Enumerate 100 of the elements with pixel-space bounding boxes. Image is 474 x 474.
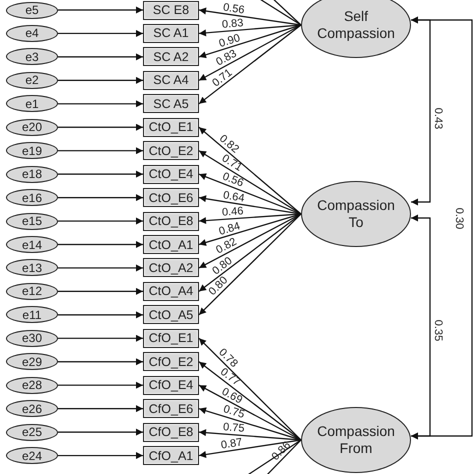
arrow — [198, 361, 302, 440]
edge-label: 0.75 — [222, 422, 245, 436]
arrow — [198, 439, 302, 458]
indicator-box: SC A5 — [143, 94, 199, 114]
arrow — [198, 214, 302, 316]
error-ellipse: e18 — [6, 166, 58, 183]
edge-label: 0.82 — [217, 134, 241, 156]
edge-label: 0.69 — [220, 386, 244, 406]
arrow — [58, 358, 143, 366]
latent-ellipse: Self Compassion — [301, 0, 411, 58]
arrow — [198, 24, 302, 81]
arrow — [58, 264, 143, 272]
error-ellipse: e28 — [6, 376, 58, 394]
edge-label: 0.83 — [221, 18, 244, 32]
arrow — [198, 338, 302, 440]
indicator-box: SC E8 — [143, 0, 199, 20]
indicator-box: CfO_A1 — [143, 446, 199, 466]
error-ellipse: e4 — [6, 24, 58, 42]
indicator-box: CfO_E6 — [143, 399, 199, 418]
edge-label: 0.78 — [216, 346, 239, 370]
indicator-box: CtO_A5 — [143, 305, 199, 324]
arrow — [198, 429, 302, 441]
edge-label: 0.80 — [210, 255, 235, 277]
edge-label: 0.86 — [270, 440, 294, 463]
latent-ellipse: Compassion To — [301, 181, 411, 247]
indicator-box: CtO_E1 — [143, 118, 199, 137]
error-ellipse: e16 — [6, 189, 58, 206]
error-ellipse: e20 — [6, 118, 58, 136]
error-ellipse: e30 — [6, 330, 58, 347]
arrow — [198, 173, 302, 215]
error-ellipse: e11 — [6, 306, 58, 324]
edge-label: 0.82 — [214, 236, 238, 257]
arrow — [58, 452, 143, 460]
error-ellipse: e3 — [6, 48, 58, 66]
indicator-box: CtO_A1 — [143, 235, 199, 254]
indicator-box: CtO_A4 — [143, 282, 199, 301]
latent-ellipse: Compassion From — [301, 407, 411, 473]
arrow — [58, 334, 143, 342]
edge-label: 0.90 — [218, 32, 242, 50]
arrow — [198, 24, 302, 104]
error-ellipse: e26 — [6, 400, 58, 418]
arrow — [198, 126, 302, 214]
edge-label: 0.64 — [222, 190, 246, 204]
error-ellipse: e5 — [6, 2, 58, 18]
arrow — [198, 195, 302, 215]
indicator-box: CtO_E4 — [143, 164, 199, 184]
arrow — [198, 213, 302, 224]
arrow — [58, 405, 143, 412]
edge-label: 0.83 — [214, 48, 238, 69]
indicator-box: SC A2 — [143, 47, 199, 66]
edge-label: 0.87 — [220, 437, 244, 452]
arrow — [411, 214, 431, 440]
error-ellipse: e12 — [6, 282, 58, 300]
arrow — [58, 147, 143, 154]
edge-label: 0.30 — [452, 207, 464, 229]
indicator-box: CtO_E8 — [143, 212, 199, 231]
indicator-box: CfO_E8 — [143, 422, 199, 442]
edge-label: 0.80 — [208, 275, 231, 298]
arrow — [58, 288, 143, 295]
arrow — [198, 407, 302, 441]
arrow — [198, 213, 302, 268]
arrow — [411, 16, 473, 440]
indicator-box: SC A1 — [143, 24, 199, 43]
error-ellipse: e1 — [6, 95, 58, 112]
arrow — [58, 53, 143, 60]
indicator-box: CfO_E4 — [143, 376, 199, 395]
arrow — [198, 150, 302, 215]
indicator-box: SC A4 — [143, 70, 199, 90]
error-ellipse: e19 — [6, 142, 58, 160]
edge-label: 0.43 — [432, 107, 443, 129]
error-ellipse: e29 — [6, 353, 58, 370]
indicator-box: CfO_E1 — [143, 328, 199, 348]
arrow — [58, 76, 143, 84]
error-ellipse: e25 — [6, 424, 58, 441]
edge-label: 0.56 — [221, 172, 246, 190]
error-ellipse: e14 — [6, 236, 58, 253]
edge-label: 0.77 — [218, 366, 242, 389]
edge-label: 0.35 — [432, 319, 443, 341]
indicator-box: CtO_A2 — [143, 258, 199, 278]
arrow — [58, 194, 143, 202]
error-ellipse: e13 — [6, 259, 58, 276]
edge-label: 0.75 — [222, 404, 246, 422]
arrow — [58, 170, 143, 178]
indicator-box: CfO_E2 — [143, 352, 199, 372]
edge-label: 0.71 — [219, 153, 244, 174]
arrow — [58, 124, 143, 131]
arrow — [58, 30, 143, 37]
error-ellipse: e24 — [6, 447, 58, 464]
arrow — [198, 8, 302, 26]
arrow — [58, 311, 143, 318]
indicator-box: CtO_E6 — [143, 188, 199, 208]
arrow — [58, 428, 143, 436]
edge-label: 0.84 — [218, 220, 242, 238]
arrow — [58, 218, 143, 225]
arrow — [58, 241, 143, 248]
error-ellipse: e2 — [6, 72, 58, 89]
error-ellipse: e15 — [6, 212, 58, 230]
edge-label: 0.56 — [222, 2, 246, 16]
arrow — [58, 6, 143, 14]
edge-label: 0.71 — [210, 67, 234, 90]
